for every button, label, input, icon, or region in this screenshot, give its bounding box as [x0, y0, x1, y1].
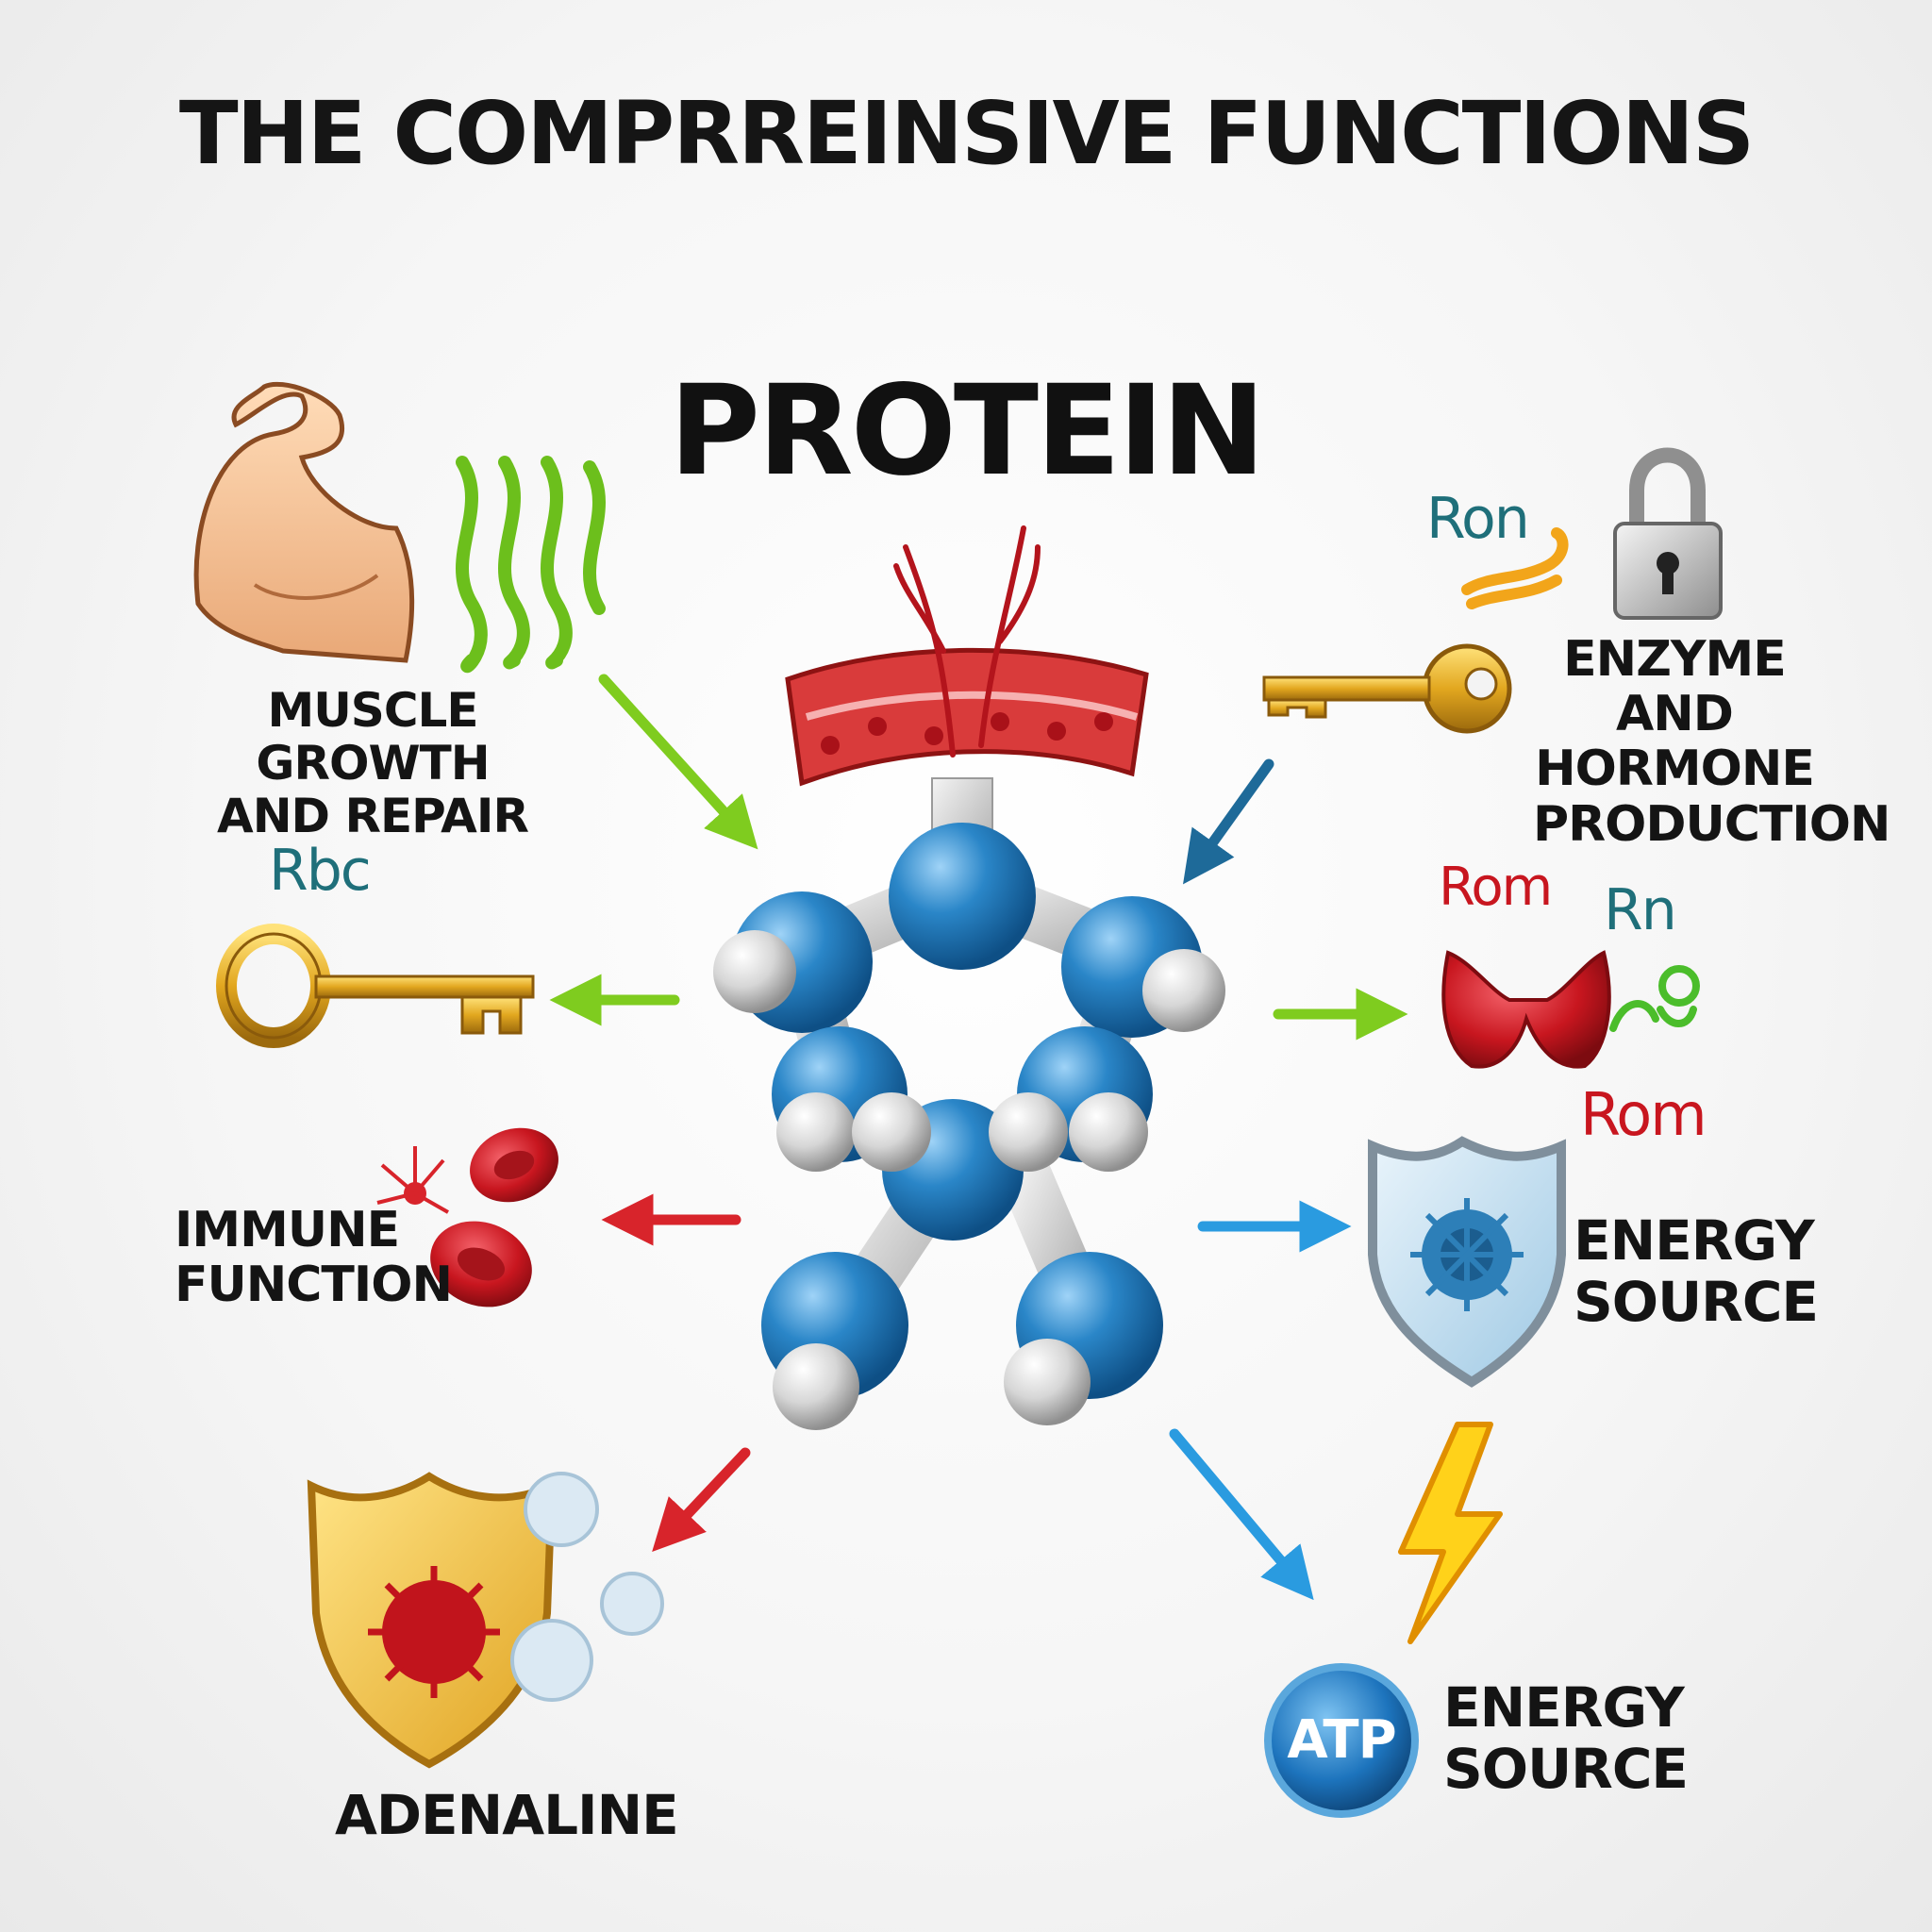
arrow-atp — [1169, 1428, 1314, 1601]
label-enzyme-line2: HORMONE — [1535, 741, 1815, 798]
label-enzyme: ENZYME AND HORMONE PRODUCTION — [1533, 631, 1890, 853]
gold-shield-virus-icon — [307, 1472, 664, 1769]
main-title: THE COMPRREINSIVE FUNCTIONS — [178, 83, 1755, 184]
label-enzyme-line1: ENZYME AND — [1563, 631, 1787, 743]
arrows — [549, 674, 1408, 1601]
label-immune: IMMUNE FUNCTION — [175, 1202, 453, 1314]
label-immune-line1: IMMUNE — [175, 1202, 400, 1258]
label-muscle-line2: AND REPAIR — [217, 789, 529, 843]
label-muscle: MUSCLE GROWTH AND REPAIR — [193, 684, 552, 842]
label-energy-shield: ENERGY SOURCE — [1574, 1208, 1819, 1334]
label-energy-shield-line2: SOURCE — [1574, 1269, 1819, 1334]
protein-molecule-icon — [713, 757, 1225, 1430]
tag-rom-shield: Rom — [1580, 1080, 1707, 1149]
flexed-arm-icon — [193, 381, 415, 663]
lightning-icon — [1398, 1422, 1503, 1644]
tag-rom-red: Rom — [1439, 857, 1553, 918]
muscle-fiber-icon — [456, 456, 606, 674]
label-adrenaline: ADENALINE — [335, 1783, 679, 1847]
shield-virus-icon — [1368, 1136, 1566, 1388]
key-icon — [1262, 643, 1512, 734]
padlock-icon — [1613, 447, 1723, 620]
thyroid-icon — [1441, 950, 1611, 1069]
atp-icon — [1264, 1663, 1419, 1818]
tissue-icon — [785, 525, 1149, 787]
atp-label: ATP — [1287, 1709, 1396, 1771]
tag-rn: Rn — [1604, 877, 1677, 943]
label-energy-atp-line2: SOURCE — [1443, 1736, 1689, 1801]
rn-molecule-icon — [1609, 965, 1700, 1032]
label-muscle-line1: MUSCLE GROWTH — [256, 683, 490, 791]
label-immune-line2: FUNCTION — [175, 1257, 453, 1314]
arrow-enzyme — [1183, 758, 1274, 885]
left-key-icon — [216, 924, 535, 1048]
arrow-muscle — [598, 674, 758, 850]
tag-ron: Ron — [1426, 486, 1530, 552]
label-enzyme-line3: PRODUCTION — [1533, 795, 1890, 853]
blood-cell-icon — [376, 1127, 558, 1307]
tag-rbc: Rbc — [269, 838, 372, 904]
protein-title: PROTEIN — [669, 358, 1265, 504]
arrow-adrenaline — [652, 1447, 751, 1553]
label-energy-atp-line1: ENERGY — [1443, 1675, 1685, 1740]
hormone-swirl-icon — [1461, 527, 1569, 609]
label-energy-shield-line1: ENERGY — [1574, 1208, 1815, 1273]
label-adrenaline-line1: ADENALINE — [335, 1783, 679, 1847]
label-energy-atp: ENERGY SOURCE — [1443, 1675, 1689, 1801]
